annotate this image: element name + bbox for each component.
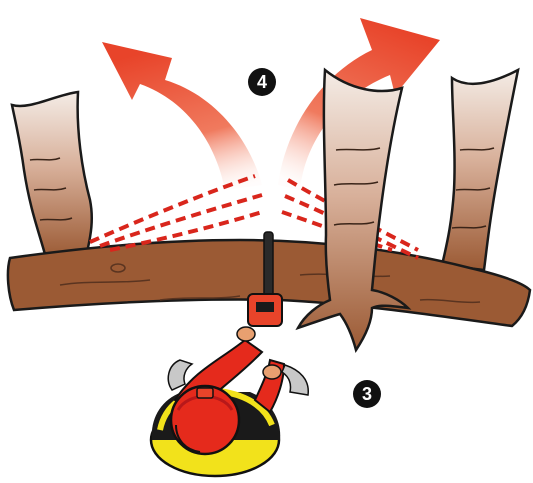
step-number-badge: 3 [353, 380, 381, 408]
tree-trunk-icon [442, 70, 518, 270]
tree-trunk-icon [12, 92, 92, 258]
fall-direction-arrow-icon [102, 42, 262, 190]
worker-icon [151, 327, 308, 476]
step-number-badge: 4 [248, 68, 276, 96]
